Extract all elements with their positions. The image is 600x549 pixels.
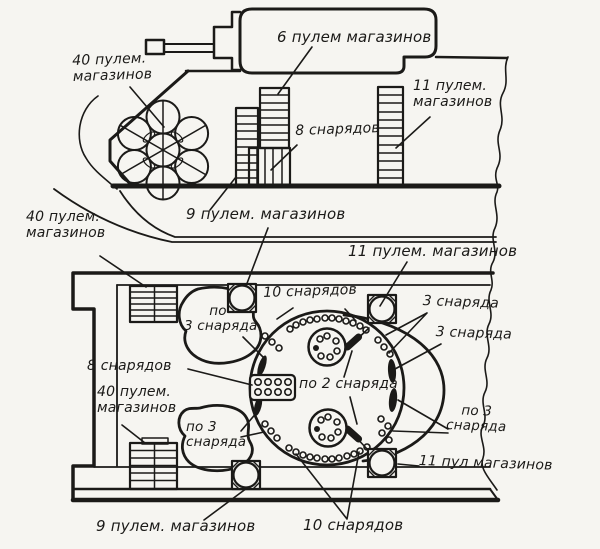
label-mag9-side: 9 пулем. магазинов <box>186 205 346 223</box>
mg-stack-6 <box>258 86 291 150</box>
corner-mount-rear-right <box>366 447 398 479</box>
label-line: по <box>209 303 227 319</box>
label-mag11-top-view: 11 пулем. магазинов <box>348 242 518 260</box>
shell-rack-8-side <box>247 146 292 188</box>
label-line: 11 пулем. <box>413 78 488 94</box>
gun-mantlet <box>212 10 242 72</box>
label-mag9-bottom: 9 пулем. магазинов <box>96 517 256 535</box>
label-line: магазинов <box>26 224 106 241</box>
top-view-diagram <box>70 271 501 503</box>
corner-mount-front-left <box>226 282 258 314</box>
label-mag40-rear: 40 пулем. магазинов <box>97 384 177 416</box>
turret-bustle <box>342 313 446 463</box>
torn-paper-edge <box>480 56 509 491</box>
turret-box <box>238 7 438 75</box>
gun-barrel <box>144 10 242 72</box>
shell-cluster-left <box>261 332 283 442</box>
label-po2-center: по 2 снаряда <box>299 376 398 392</box>
side-hull-outline <box>53 55 509 243</box>
label-po3-front: по 3 снаряда <box>184 303 258 335</box>
label-mag40-front: 40 пулем. магазинов <box>26 209 106 241</box>
label-shells8-side: 8 снарядов <box>294 120 381 139</box>
label-shells10-top: 10 снарядов <box>262 281 358 301</box>
label-po3-rear: по 3 снаряда <box>186 419 247 451</box>
label-line: 40 пулем. <box>97 384 172 400</box>
shell-rack-8-box <box>248 373 297 402</box>
shell-marks <box>253 355 398 416</box>
label-line: магазинов <box>97 399 177 416</box>
label-shells3-a: 3 снаряда <box>422 293 500 312</box>
mg-rack-rear <box>128 437 179 491</box>
label-mag11-side: 11 пулем. магазинов <box>413 78 493 110</box>
label-po3-right: по 3 снаряда <box>445 403 508 436</box>
sponson-blob-rear <box>177 404 254 473</box>
label-line: магазинов <box>413 93 493 110</box>
top-hull-outline <box>70 271 501 503</box>
label-line: снаряда <box>445 417 507 436</box>
hatch-front <box>307 327 347 367</box>
label-line: 40 пулем. <box>26 209 101 225</box>
label-shells3-b: 3 снаряда <box>435 324 513 343</box>
side-view-diagram <box>53 7 509 243</box>
leader-lines <box>99 46 449 521</box>
label-line: снаряда <box>186 434 247 451</box>
hatch-rear <box>308 408 348 448</box>
drum-magazine-cluster <box>116 99 210 201</box>
label-line: по 3 <box>186 419 217 435</box>
label-mag40-side: 40 пулем. магазинов <box>72 50 153 85</box>
label-line: магазинов <box>72 65 153 85</box>
label-shells10-bottom: 10 снарядов <box>303 516 404 534</box>
corner-mount-front-right <box>366 293 398 325</box>
label-shells8-top-view: 8 снарядов <box>87 358 172 374</box>
shell-ring-row-top <box>286 314 370 334</box>
mg-stack-11 <box>376 85 405 188</box>
label-mag6-turret: 6 пулем магазинов <box>277 28 432 46</box>
shell-cluster-right <box>374 336 394 444</box>
label-line: 3 снаряда <box>184 318 258 335</box>
mg-rack-front <box>128 284 179 324</box>
corner-mount-rear-left <box>230 459 262 491</box>
